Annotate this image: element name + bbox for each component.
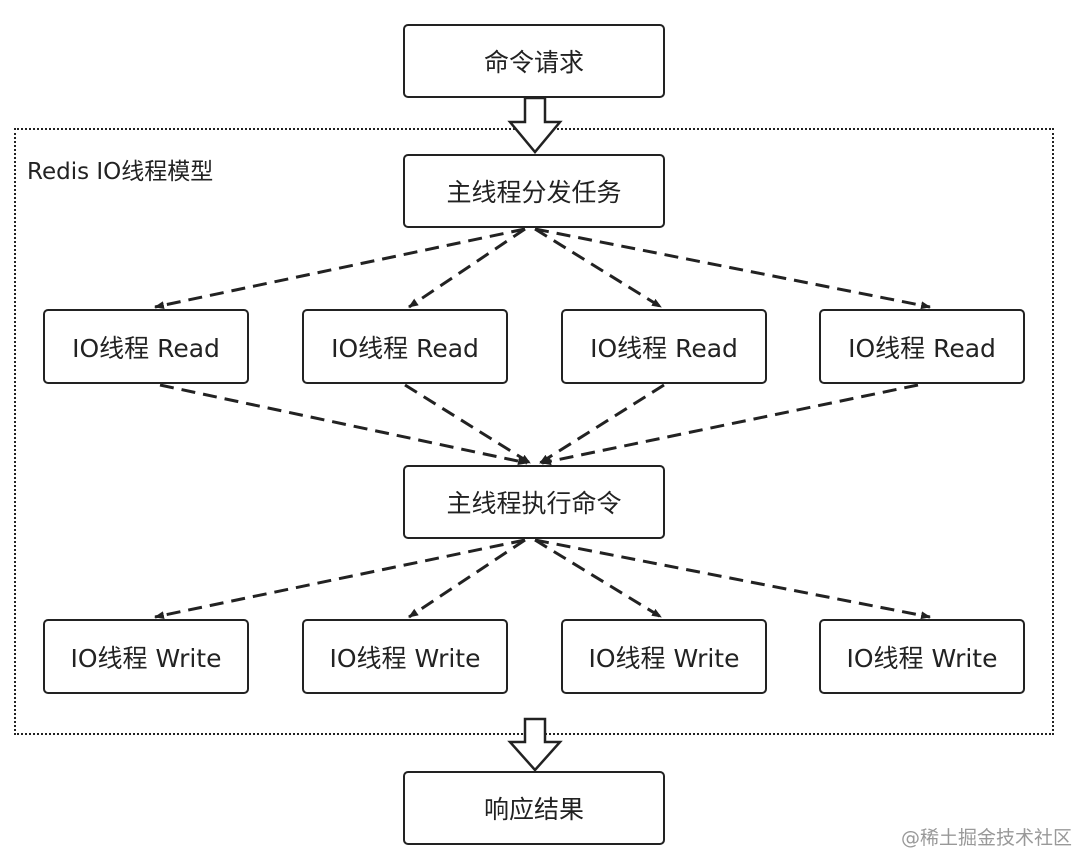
edge-read-1-to-execute — [159, 383, 528, 466]
edge-execute-to-write-2 — [408, 538, 526, 619]
node-io-write-2: IO线程 Write — [302, 619, 508, 694]
node-io-write-3: IO线程 Write — [561, 619, 767, 694]
node-io-read-2: IO线程 Read — [302, 309, 508, 384]
node-io-read-4: IO线程 Read — [819, 309, 1025, 384]
edge-dispatch-to-read-3 — [534, 227, 662, 309]
edge-read-3-to-execute — [539, 383, 665, 465]
node-io-write-1: IO线程 Write — [43, 619, 249, 694]
edge-request-to-dispatch — [507, 96, 563, 154]
edge-group-to-response — [507, 717, 563, 772]
node-command-request: 命令请求 — [403, 24, 665, 98]
node-main-thread-dispatch: 主线程分发任务 — [403, 154, 665, 228]
group-label: Redis IO线程模型 — [27, 159, 214, 185]
edge-dispatch-to-read-1 — [154, 227, 526, 310]
edge-read-2-to-execute — [404, 383, 531, 465]
edge-dispatch-to-read-2 — [408, 227, 526, 309]
node-response-result: 响应结果 — [403, 771, 665, 845]
node-main-thread-execute: 主线程执行命令 — [403, 465, 665, 539]
edge-read-4-to-execute — [541, 383, 919, 466]
node-io-read-1: IO线程 Read — [43, 309, 249, 384]
node-io-write-4: IO线程 Write — [819, 619, 1025, 694]
edge-dispatch-to-read-4 — [534, 227, 931, 310]
edge-execute-to-write-1 — [154, 538, 526, 620]
watermark: @稀土掘金技术社区 — [900, 827, 1072, 849]
edge-execute-to-write-4 — [534, 538, 931, 620]
edge-execute-to-write-3 — [534, 538, 662, 619]
node-io-read-3: IO线程 Read — [561, 309, 767, 384]
